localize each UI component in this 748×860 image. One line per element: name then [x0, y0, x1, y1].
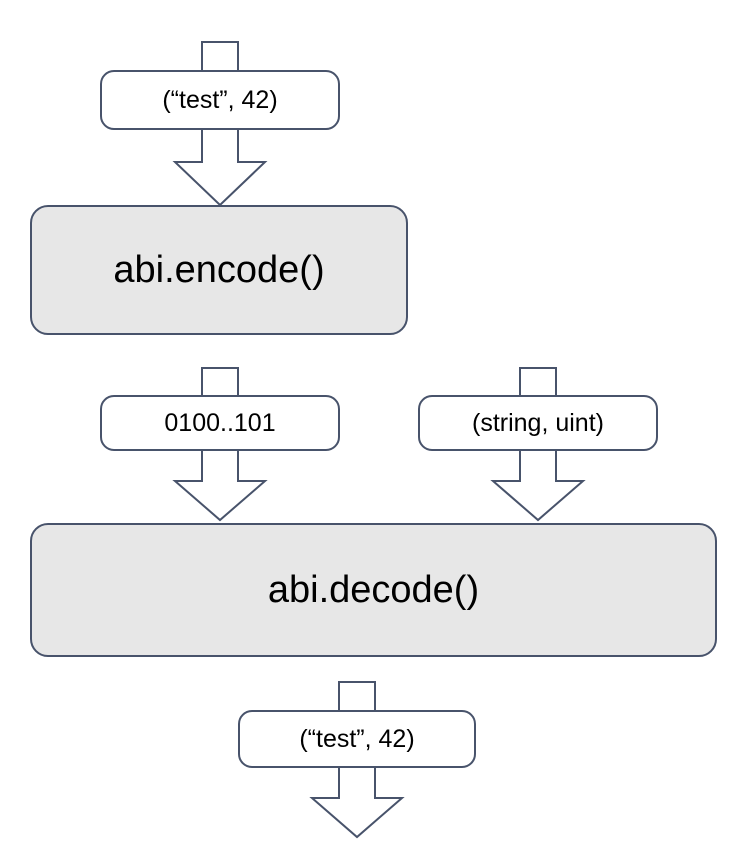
node-output-tuple[interactable]: (“test”, 42)	[238, 710, 476, 768]
node-types-tuple[interactable]: (string, uint)	[418, 395, 658, 451]
node-types-tuple-label: (string, uint)	[472, 408, 604, 437]
node-output-tuple-label: (“test”, 42)	[299, 724, 415, 753]
node-abi-decode-label: abi.decode()	[267, 569, 480, 611]
node-encoded-bytes-label: 0100..101	[164, 408, 276, 437]
node-input-tuple-label: (“test”, 42)	[162, 85, 278, 114]
node-input-tuple[interactable]: (“test”, 42)	[100, 70, 340, 130]
arrow-out-of-output-tuple-icon	[309, 766, 405, 840]
arrow-encoded-to-decode-icon	[172, 449, 268, 523]
stub-into-output-tuple-icon	[337, 680, 377, 712]
node-abi-decode[interactable]: abi.decode()	[30, 523, 717, 657]
stub-into-types-tuple-icon	[518, 366, 558, 398]
arrow-types-to-decode-icon	[490, 449, 586, 523]
arrow-input-to-encode-icon	[172, 128, 268, 208]
node-abi-encode[interactable]: abi.encode()	[30, 205, 408, 335]
stub-into-encoded-bytes-icon	[200, 366, 240, 398]
stub-into-input-tuple-icon	[200, 40, 240, 72]
node-abi-encode-label: abi.encode()	[113, 249, 325, 291]
node-encoded-bytes[interactable]: 0100..101	[100, 395, 340, 451]
